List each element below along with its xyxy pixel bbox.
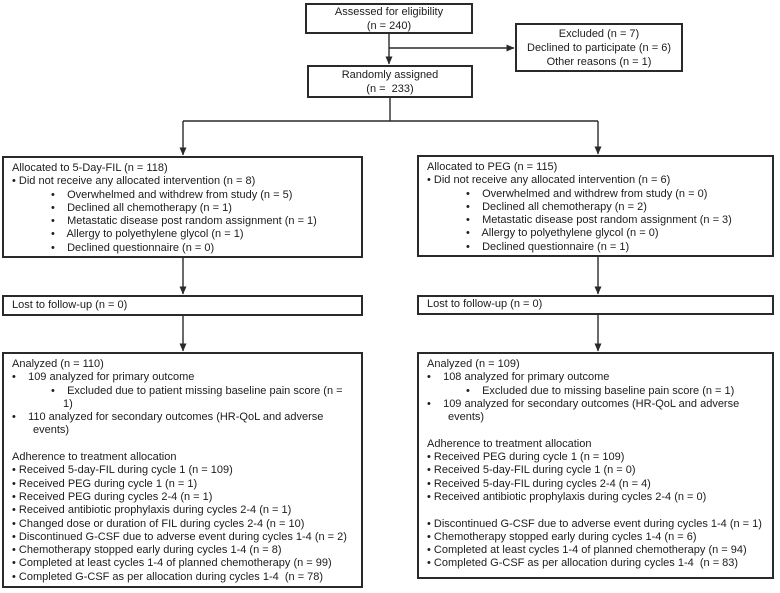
text-line: • Declined questionnaire (n = 1) [466,240,630,253]
text-line: • Overwhelmed and withdrew from study (n… [51,188,293,201]
text-line: • Received PEG during cycle 1 (n = 109) [427,451,625,464]
text-line: • Chemotherapy stopped early during cycl… [427,530,697,543]
text-line: • Declined all chemotherapy (n = 1) [51,201,232,214]
text-line: • Completed G-CSF as per allocation duri… [427,557,739,570]
text-line: • 108 analyzed for primary outcome [427,371,610,384]
text-line: • 110 analyzed for secondary outcomes (H… [12,411,324,424]
text-line: • Overwhelmed and withdrew from study (n… [466,187,708,200]
text-line: • Allergy to polyethylene glycol (n = 1) [51,228,244,241]
text-line: Lost to follow-up (n = 0) [427,298,543,311]
text-line: • Completed at least cycles 1-4 of plann… [427,544,747,557]
text-line: • Completed at least cycles 1-4 of plann… [12,557,332,570]
text-line: (n = 240) [366,19,412,32]
text-line: Excluded (n = 7) [558,27,640,40]
allocated-peg-box: Allocated to PEG (n = 115)• Did not rece… [417,155,774,257]
assessed-for-eligibility-box: Assessed for eligibility(n = 240) [305,3,473,34]
text-line: • Excluded due to patient missing baseli… [51,384,343,397]
allocated-5day-fil-box: Allocated to 5-Day-FIL (n = 118)• Did no… [2,156,363,258]
text-line: • Received 5-day-FIL during cycle 1 (n =… [427,464,636,477]
text-line: • Discontinued G-CSF due to adverse even… [12,530,347,543]
text-line: • Received antibiotic prophylaxis during… [12,504,292,517]
text-line: Allocated to PEG (n = 115) [427,161,558,173]
text-line: Lost to follow-up (n = 0) [12,298,128,311]
text-line: Allocated to 5-Day-FIL (n = 118) [12,162,168,174]
text-line: 1) [63,397,73,410]
text-line [12,438,353,451]
text-line: • Chemotherapy stopped early during cycl… [12,544,282,557]
randomly-assigned-box: Randomly assigned(n = 233) [307,65,473,98]
text-line: Analyzed (n = 110) [12,358,104,370]
text-line: • Did not receive any allocated interven… [427,174,671,187]
text-line: • Received 5-day-FIL during cycles 2-4 (… [427,477,651,490]
text-line: • Declined all chemotherapy (n = 2) [466,200,647,213]
text-line: • Discontinued G-CSF due to adverse even… [427,517,762,530]
text-line: Analyzed (n = 109) [427,358,520,370]
text-line: (n = 233) [366,82,414,95]
text-line: Other reasons (n = 1) [546,55,652,68]
excluded-box: Excluded (n = 7)Declined to participate … [515,23,683,72]
lost-to-follow-up-peg-box: Lost to follow-up (n = 0) [417,295,774,315]
text-line: Assessed for eligibility [334,5,444,18]
text-line: • Received PEG during cycle 1 (n = 1) [12,477,198,490]
text-line: events) [448,411,485,424]
text-line: • 109 analyzed for secondary outcomes (H… [427,397,740,410]
text-line: • Metastatic disease post random assignm… [51,215,317,228]
text-line [427,504,764,517]
text-line: • Changed dose or duration of FIL during… [12,517,305,530]
text-line: • Received 5-day-FIL during cycle 1 (n =… [12,464,233,477]
text-line: • Metastatic disease post random assignm… [466,214,732,227]
text-line: • Completed G-CSF as per allocation duri… [12,570,324,583]
text-line: Declined to participate (n = 6) [527,41,671,54]
lost-to-follow-up-fil-box: Lost to follow-up (n = 0) [2,295,363,316]
text-line: • Declined questionnaire (n = 0) [51,241,215,254]
text-line: • Received PEG during cycles 2-4 (n = 1) [12,490,213,503]
text-line [427,424,764,437]
text-line: Adherence to treatment allocation [12,451,177,464]
text-line: Randomly assigned [341,68,439,81]
text-line: • 109 analyzed for primary outcome [12,371,195,384]
text-line: • Excluded due to missing baseline pain … [466,384,735,397]
text-line: events) [33,424,70,437]
text-line: • Allergy to polyethylene glycol (n = 0) [466,227,659,240]
analyzed-peg-box: Analyzed (n = 109)• 108 analyzed for pri… [417,352,774,579]
text-line: • Did not receive any allocated interven… [12,175,256,188]
text-line: Adherence to treatment allocation [427,437,592,450]
text-line: • Received antibiotic prophylaxis during… [427,490,707,503]
analyzed-fil-box: Analyzed (n = 110)• 109 analyzed for pri… [2,352,363,588]
